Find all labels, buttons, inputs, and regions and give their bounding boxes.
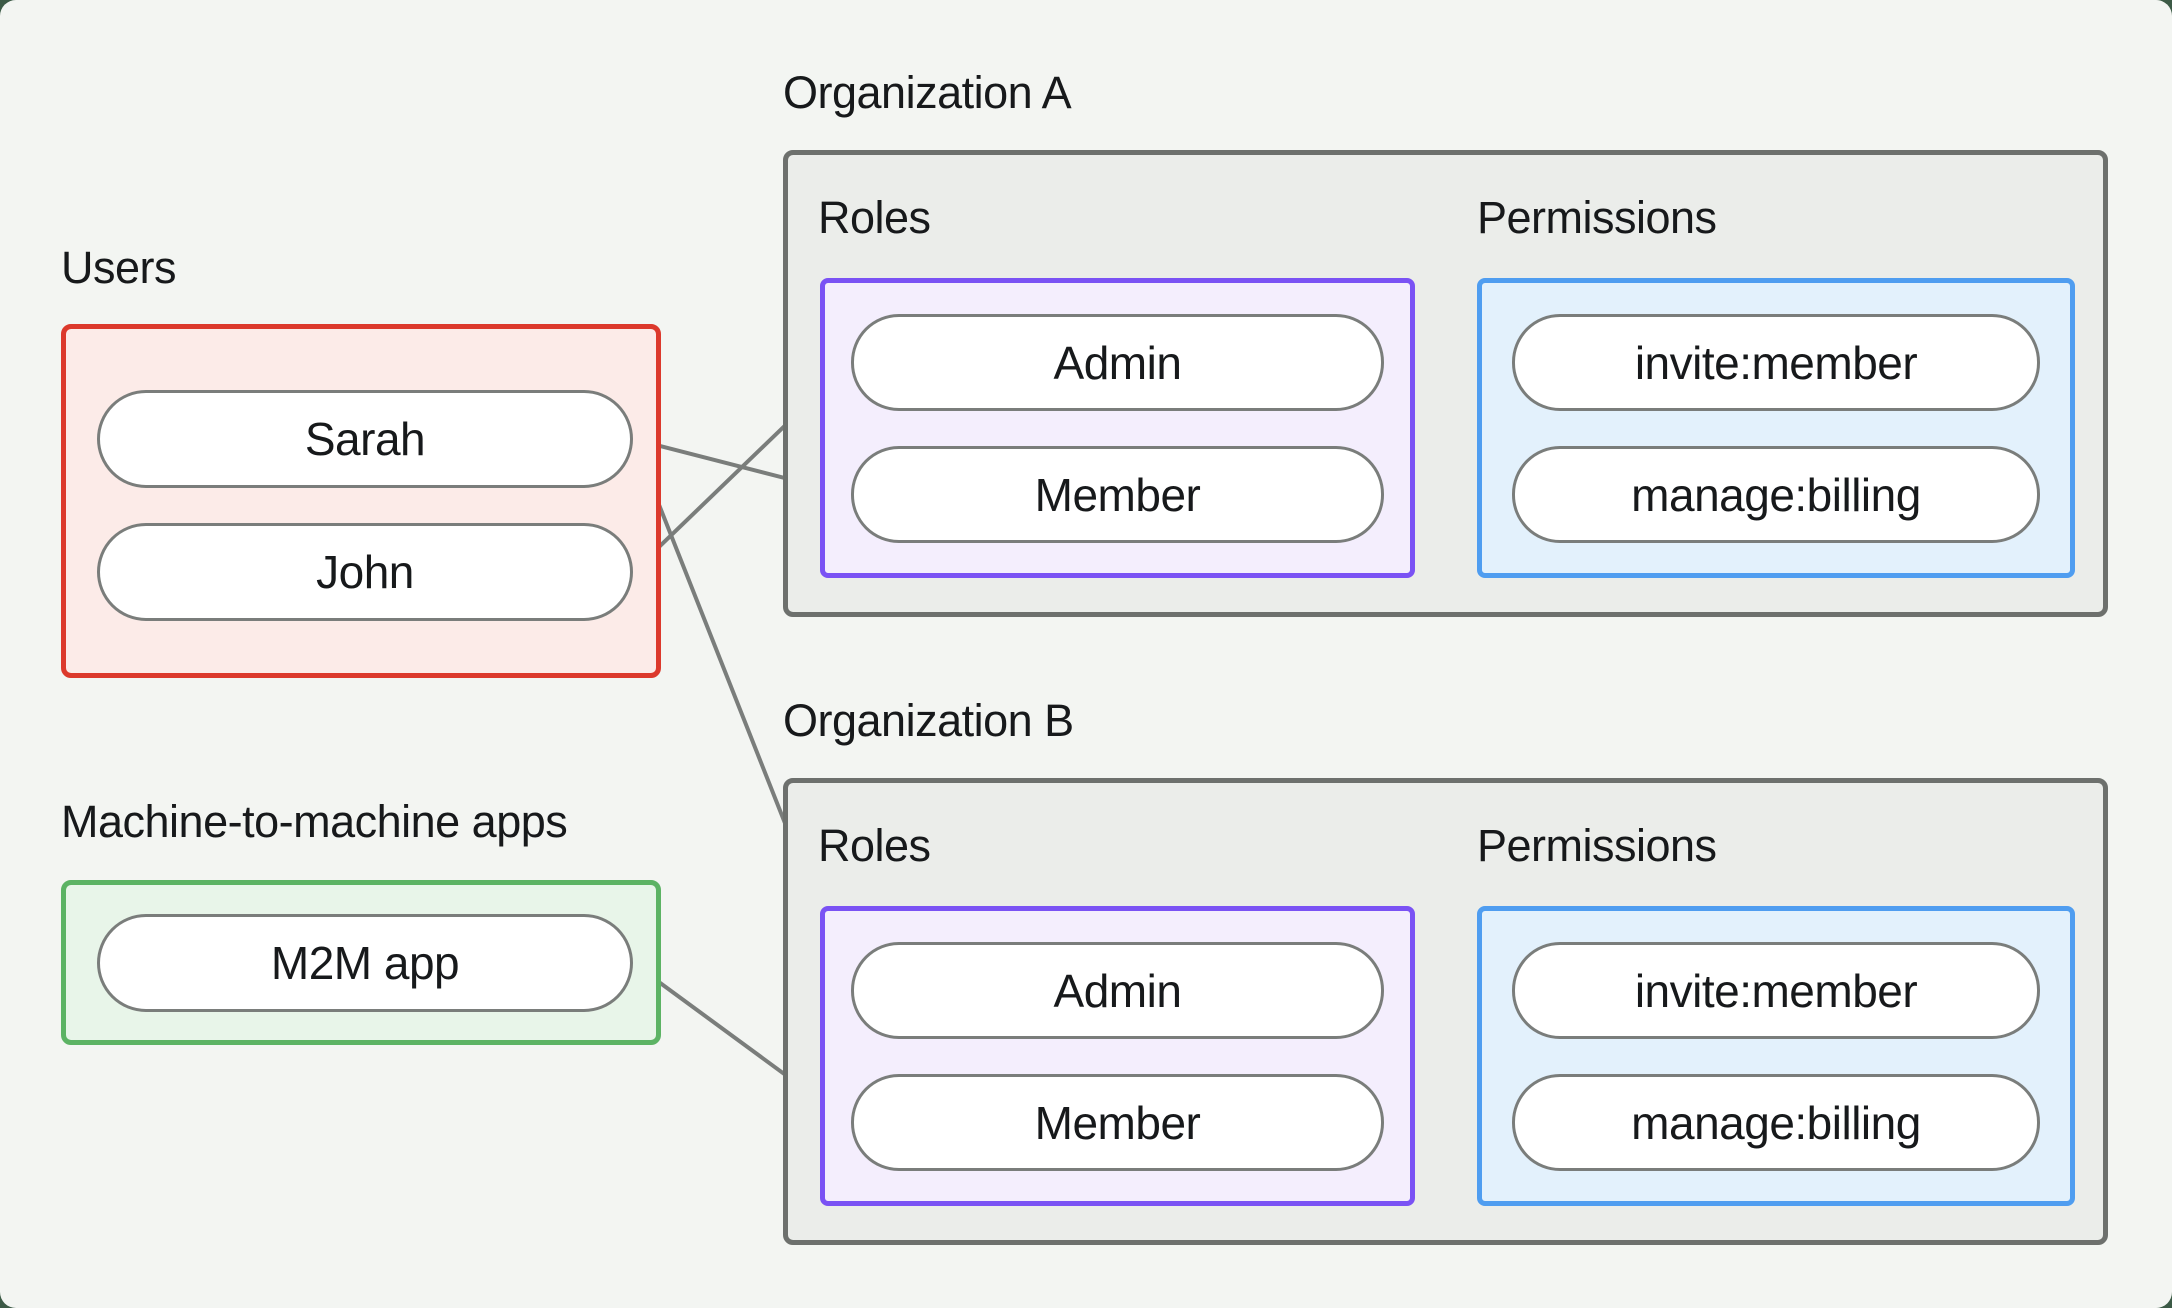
org-b-title: Organization B bbox=[783, 695, 1074, 746]
org-a-title: Organization A bbox=[783, 67, 1072, 118]
users-group-box bbox=[61, 324, 661, 678]
org-b-perm-manage-billing: manage:billing bbox=[1512, 1074, 2040, 1171]
user-node-sarah: Sarah bbox=[97, 390, 633, 488]
org-a-perm-manage-billing-label: manage:billing bbox=[1631, 468, 1921, 521]
users-section-label: Users bbox=[61, 242, 177, 293]
org-a-perm-invite-member: invite:member bbox=[1512, 314, 2040, 411]
org-b-perm-invite-member: invite:member bbox=[1512, 942, 2040, 1039]
user-node-sarah-label: Sarah bbox=[304, 413, 426, 465]
org-a-role-member-label: Member bbox=[1034, 468, 1201, 521]
org-a-role-admin-label: Admin bbox=[1053, 336, 1182, 389]
org-a-perm-manage-billing: manage:billing bbox=[1512, 446, 2040, 543]
org-a-role-admin: Admin bbox=[851, 314, 1384, 411]
user-node-john-label: John bbox=[316, 546, 414, 598]
m2m-app-node: M2M app bbox=[97, 914, 633, 1012]
org-b-roles-label: Roles bbox=[818, 820, 931, 871]
org-b-role-member: Member bbox=[851, 1074, 1384, 1171]
org-b-perm-invite-member-label: invite:member bbox=[1634, 964, 1918, 1017]
org-b-role-admin-label: Admin bbox=[1053, 964, 1182, 1017]
m2m-section-label: Machine-to-machine apps bbox=[61, 796, 568, 847]
org-b-role-member-label: Member bbox=[1034, 1096, 1201, 1149]
org-b-perm-manage-billing-label: manage:billing bbox=[1631, 1096, 1921, 1149]
org-a-permissions-label: Permissions bbox=[1477, 192, 1717, 243]
org-b-role-admin: Admin bbox=[851, 942, 1384, 1039]
m2m-app-node-label: M2M app bbox=[270, 937, 460, 989]
org-a-role-member: Member bbox=[851, 446, 1384, 543]
user-node-john: John bbox=[97, 523, 633, 621]
org-a-perm-invite-member-label: invite:member bbox=[1634, 336, 1918, 389]
org-a-roles-label: Roles bbox=[818, 192, 931, 243]
org-b-permissions-label: Permissions bbox=[1477, 820, 1717, 871]
